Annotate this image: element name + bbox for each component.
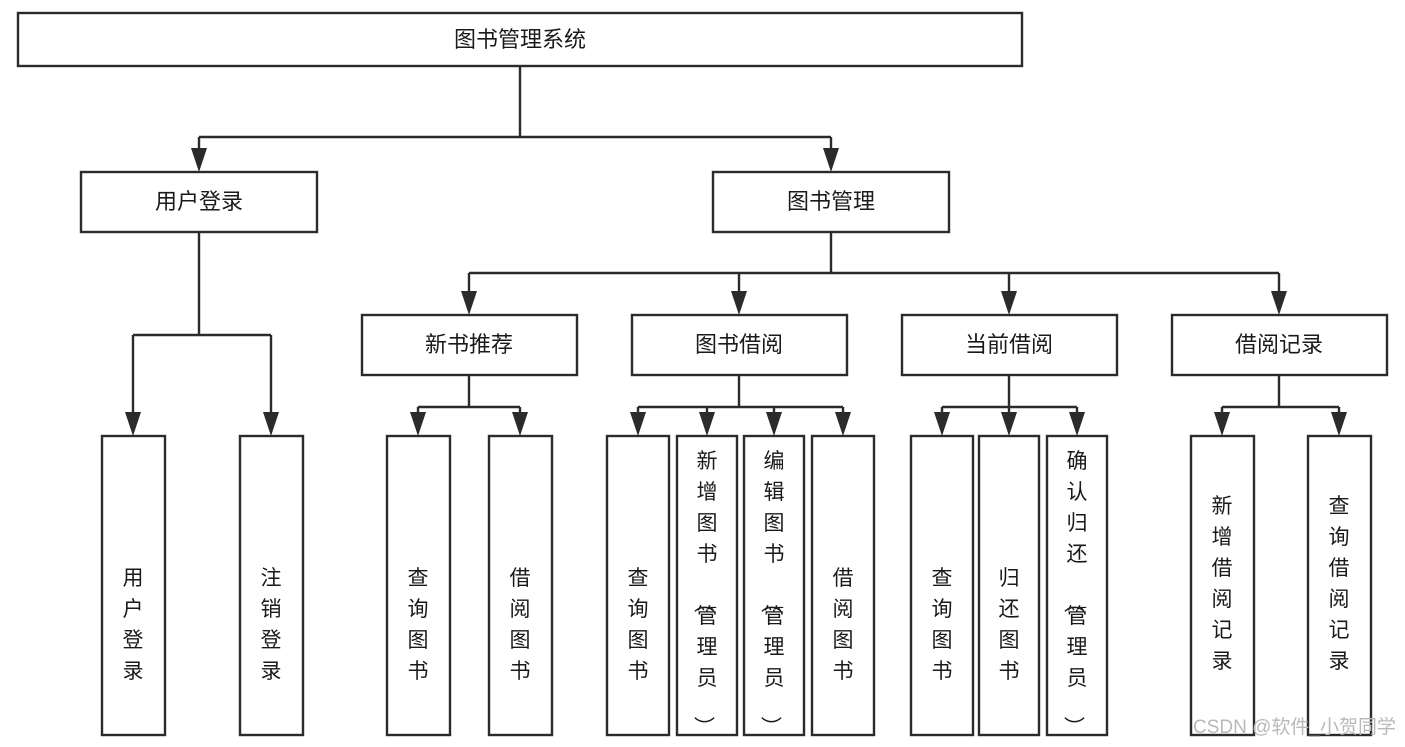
leaf-node-newbook-borrow[interactable]: 借阅图书 [487, 434, 554, 737]
leaf-currentborrow-confirm-box[interactable] [1045, 434, 1109, 737]
arrow-to-new-book [461, 291, 477, 315]
node-user-login-label: 用户登录 [155, 189, 243, 214]
leaf-bookborrow-edit-label: 编辑图书（管理员） [759, 450, 785, 737]
leaf-currentborrow-return-label: 归还图书 [999, 567, 1020, 683]
node-root-box[interactable] [16, 11, 1024, 68]
connector-root-trunk [197, 66, 833, 160]
leaf-bookborrow-query-label: 查询图书 [628, 567, 649, 683]
leaf-node-currentborrow-query[interactable]: 查询图书 [909, 434, 975, 737]
leaf-bookborrow-edit-box[interactable] [742, 434, 806, 737]
leaf-currentborrow-return-box[interactable] [977, 434, 1041, 737]
node-book-borrow-box[interactable] [630, 313, 849, 377]
leaf-currentborrow-confirm-label: 确认归还（管理员） [1062, 450, 1088, 737]
node-root-system[interactable]: 图书管理系统 [16, 11, 1024, 68]
arrow-bookborrow-leaf-4 [835, 412, 851, 436]
node-current-borrow-label: 当前借阅 [965, 332, 1053, 357]
leaf-currentborrow-query-label: 查询图书 [932, 567, 953, 683]
connector-book-borrow-trunk [636, 375, 845, 423]
leaf-currentborrow-query-box[interactable] [909, 434, 975, 737]
arrow-to-current-borrow [1001, 291, 1017, 315]
connector-borrow-record-trunk [1220, 375, 1341, 423]
leaf-newbook-borrow-label: 借阅图书 [510, 567, 531, 683]
node-user-login[interactable]: 用户登录 [79, 170, 319, 234]
leaf-borrowrecord-query-box[interactable] [1306, 434, 1373, 737]
node-current-borrow[interactable]: 当前借阅 [900, 313, 1119, 377]
leaf-borrowrecord-add-box[interactable] [1189, 434, 1256, 737]
leaf-bookborrow-borrow-box[interactable] [810, 434, 876, 737]
arrow-to-book-management [823, 148, 839, 172]
leaf-logout-box[interactable] [238, 434, 305, 737]
leaf-newbook-query-label: 查询图书 [408, 567, 429, 683]
node-user-login-box[interactable] [79, 170, 319, 234]
node-new-book-recommend-label: 新书推荐 [425, 332, 513, 357]
arrow-to-borrow-record [1271, 291, 1287, 315]
arrow-to-leaf-logout [263, 412, 279, 436]
leaf-node-bookborrow-query[interactable]: 查询图书 [605, 434, 671, 737]
node-root-label: 图书管理系统 [454, 27, 586, 52]
leaf-logout-label: 注销登录 [261, 567, 282, 683]
arrow-bookborrow-leaf-3 [766, 412, 782, 436]
arrow-to-user-login [191, 148, 207, 172]
node-borrow-record-box[interactable] [1170, 313, 1389, 377]
leaf-newbook-borrow-box[interactable] [487, 434, 554, 737]
leaf-user-login-box[interactable] [100, 434, 167, 737]
csdn-watermark: CSDN @软件_小贺同学 [1193, 716, 1396, 738]
arrow-bookborrow-leaf-2 [699, 412, 715, 436]
arrow-currentborrow-leaf-1 [934, 412, 950, 436]
leaf-node-currentborrow-confirm[interactable]: 确认归还（管理员） [1045, 434, 1109, 737]
arrow-bookborrow-leaf-1 [630, 412, 646, 436]
connector-user-login-trunk [131, 232, 273, 423]
leaf-bookborrow-add-label: 新增图书（管理员） [692, 450, 718, 737]
node-book-management-box[interactable] [711, 170, 951, 234]
leaf-node-borrowrecord-query[interactable]: 查询借阅记录 [1306, 434, 1373, 737]
arrow-newbook-leaf-2 [512, 412, 528, 436]
leaf-newbook-query-box[interactable] [385, 434, 452, 737]
node-new-book-recommend-box[interactable] [360, 313, 579, 377]
leaf-node-bookborrow-borrow[interactable]: 借阅图书 [810, 434, 876, 737]
arrow-borrowrecord-leaf-1 [1214, 412, 1230, 436]
node-borrow-record[interactable]: 借阅记录 [1170, 313, 1389, 377]
node-book-borrow-label: 图书借阅 [695, 332, 783, 357]
leaf-bookborrow-borrow-label: 借阅图书 [833, 567, 854, 683]
leaf-bookborrow-add-box[interactable] [675, 434, 739, 737]
arrow-newbook-leaf-1 [410, 412, 426, 436]
connector-group [125, 66, 1347, 436]
node-book-management[interactable]: 图书管理 [711, 170, 951, 234]
arrow-to-book-borrow [731, 291, 747, 315]
arrow-currentborrow-leaf-3 [1069, 412, 1085, 436]
leaf-bookborrow-query-box[interactable] [605, 434, 671, 737]
connector-new-book-trunk [416, 375, 522, 423]
leaf-user-login-label: 用户登录 [123, 567, 144, 683]
leaf-node-user-login[interactable]: 用户登录 [100, 434, 167, 737]
leaf-borrowrecord-add-label: 新增借阅记录 [1212, 495, 1233, 673]
node-book-borrow[interactable]: 图书借阅 [630, 313, 849, 377]
arrow-currentborrow-leaf-2 [1001, 412, 1017, 436]
node-new-book-recommend[interactable]: 新书推荐 [360, 313, 579, 377]
leaf-node-bookborrow-edit[interactable]: 编辑图书（管理员） [742, 434, 806, 737]
leaf-borrowrecord-query-label: 查询借阅记录 [1329, 495, 1350, 673]
connector-book-management-trunk [467, 232, 1281, 303]
arrow-borrowrecord-leaf-2 [1331, 412, 1347, 436]
arrow-to-leaf-user-login [125, 412, 141, 436]
leaf-node-bookborrow-add[interactable]: 新增图书（管理员） [675, 434, 739, 737]
leaf-node-logout[interactable]: 注销登录 [238, 434, 305, 737]
node-book-management-label: 图书管理 [787, 189, 875, 214]
leaf-node-newbook-query[interactable]: 查询图书 [385, 434, 452, 737]
node-borrow-record-label: 借阅记录 [1235, 332, 1323, 357]
leaf-node-borrowrecord-add[interactable]: 新增借阅记录 [1189, 434, 1256, 737]
node-current-borrow-box[interactable] [900, 313, 1119, 377]
leaf-node-currentborrow-return[interactable]: 归还图书 [977, 434, 1041, 737]
